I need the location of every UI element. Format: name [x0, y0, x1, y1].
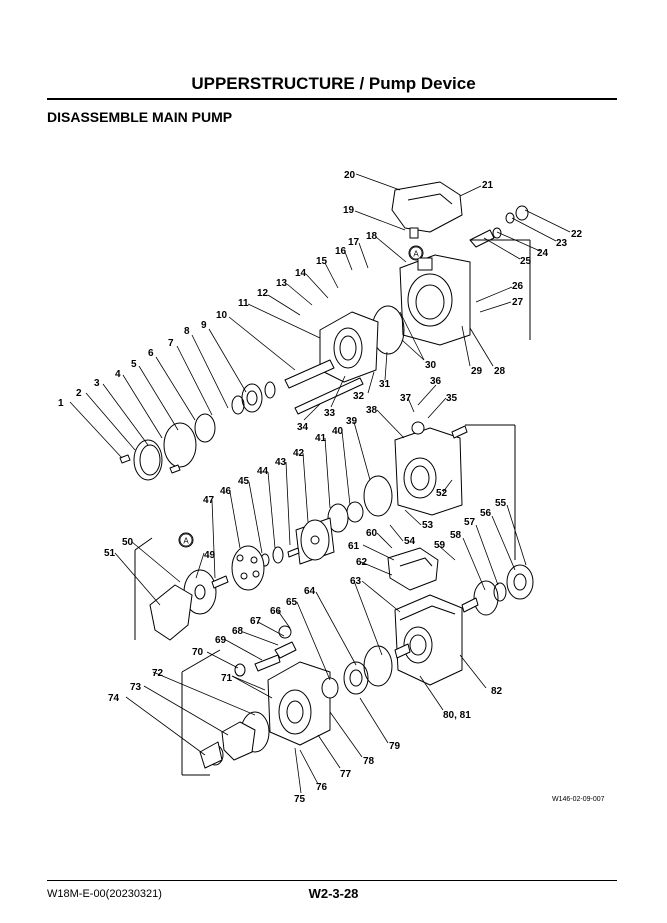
callout-46: 46	[220, 486, 232, 497]
callout-11: 11	[238, 298, 249, 309]
callout-76: 76	[316, 782, 328, 793]
reference-markers: A A	[179, 246, 423, 547]
callout-5: 5	[131, 359, 137, 370]
callout-63: 63	[350, 576, 362, 587]
callout-38: 38	[366, 405, 378, 416]
callout-42: 42	[293, 448, 305, 459]
callout-16: 16	[335, 246, 347, 257]
footer-divider	[47, 880, 617, 881]
callout-7: 7	[168, 338, 174, 349]
callout-39: 39	[346, 416, 358, 427]
reference-marker-circle	[179, 533, 193, 547]
callout-67: 67	[250, 616, 262, 627]
callout-74: 74	[108, 693, 120, 704]
callout-18: 18	[366, 231, 378, 242]
callout-28: 28	[494, 366, 506, 377]
callout-66: 66	[270, 606, 282, 617]
callout-59: 59	[434, 540, 446, 551]
callout-56: 56	[480, 508, 492, 519]
callout-53: 53	[422, 520, 434, 531]
callout-71: 71	[221, 673, 233, 684]
callout-43: 43	[275, 457, 287, 468]
callout-72: 72	[152, 668, 164, 679]
callout-44: 44	[257, 466, 269, 477]
callout-51: 51	[104, 548, 116, 559]
callout-80-81: 80, 81	[443, 710, 471, 721]
callout-57: 57	[464, 517, 476, 528]
callout-45: 45	[238, 476, 250, 487]
callout-41: 41	[315, 433, 327, 444]
callout-24: 24	[537, 248, 549, 259]
callout-78: 78	[363, 756, 375, 767]
callout-8: 8	[184, 326, 190, 337]
callout-2: 2	[76, 388, 82, 399]
callout-9: 9	[201, 320, 207, 331]
callout-31: 31	[379, 379, 391, 390]
callout-65: 65	[286, 597, 298, 608]
callout-22: 22	[571, 229, 583, 240]
leader-lines	[69, 173, 571, 794]
callout-6: 6	[148, 348, 154, 359]
callout-17: 17	[348, 237, 360, 248]
callout-52: 52	[436, 488, 448, 499]
callout-69: 69	[215, 635, 227, 646]
callout-79: 79	[389, 741, 401, 752]
callout-68: 68	[232, 626, 244, 637]
callout-70: 70	[192, 647, 204, 658]
callout-77: 77	[340, 769, 352, 780]
callout-19: 19	[343, 205, 355, 216]
page-number: W2-3-28	[308, 886, 359, 901]
reference-marker-circle	[409, 246, 423, 260]
figure-id: W146-02-09-007	[552, 796, 605, 803]
part-drawings	[119, 181, 534, 776]
callout-49: 49	[204, 550, 216, 561]
reference-marker-a-top: A	[413, 250, 419, 259]
callout-29: 29	[471, 366, 483, 377]
page-title: UPPERSTRUCTURE / Pump Device	[191, 74, 476, 93]
callout-1: 1	[58, 398, 64, 409]
callout-34: 34	[297, 422, 309, 433]
section-title: DISASSEMBLE MAIN PUMP	[47, 109, 233, 125]
reference-marker-a-left: A	[183, 537, 189, 546]
callout-40: 40	[332, 426, 344, 437]
callout-20: 20	[344, 170, 356, 181]
callout-23: 23	[556, 238, 568, 249]
callout-61: 61	[348, 541, 360, 552]
callout-26: 26	[512, 281, 524, 292]
callout-labels: 1 2 3 4 5 6 7 8 9 10 11 12 13 14 15 16 1…	[58, 170, 583, 805]
callout-35: 35	[446, 393, 458, 404]
callout-25: 25	[520, 256, 532, 267]
callout-75: 75	[294, 794, 306, 805]
callout-21: 21	[482, 180, 494, 191]
title-divider	[47, 98, 617, 100]
callout-58: 58	[450, 530, 462, 541]
callout-13: 13	[276, 278, 288, 289]
callout-82: 82	[491, 686, 503, 697]
callout-64: 64	[304, 586, 316, 597]
callout-50: 50	[122, 537, 134, 548]
callout-36: 36	[430, 376, 442, 387]
callout-55: 55	[495, 498, 507, 509]
callout-62: 62	[356, 557, 368, 568]
callout-33: 33	[324, 408, 336, 419]
callout-37: 37	[400, 393, 412, 404]
callout-10: 10	[216, 310, 228, 321]
callout-14: 14	[295, 268, 307, 279]
callout-12: 12	[257, 288, 269, 299]
callout-60: 60	[366, 528, 378, 539]
callout-54: 54	[404, 536, 416, 547]
callout-73: 73	[130, 682, 142, 693]
callout-4: 4	[115, 369, 121, 380]
callout-47: 47	[203, 495, 215, 506]
callout-32: 32	[353, 391, 365, 402]
callout-30: 30	[425, 360, 437, 371]
callout-15: 15	[316, 256, 328, 267]
callout-27: 27	[512, 297, 524, 308]
callout-3: 3	[94, 378, 100, 389]
doc-code: W18M-E-00(20230321)	[47, 888, 162, 900]
